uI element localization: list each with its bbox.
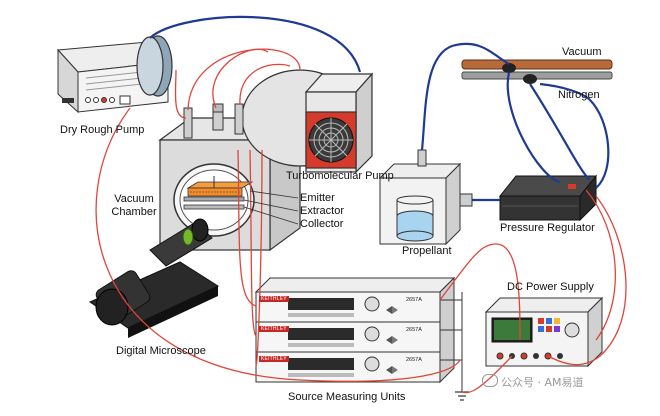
label-extractor: Extractor: [300, 205, 345, 217]
label-vacuum-line: Vacuum: [562, 46, 602, 58]
smu-3-brand: KEITHLEY: [259, 356, 289, 362]
watermark-text: 公众号 · AM易道: [501, 376, 584, 389]
label-propellant: Propellant: [402, 245, 452, 257]
label-emitter: Emitter: [300, 192, 335, 204]
dry-rough-pump: [56, 35, 173, 114]
gas-supply-pipes: [461, 59, 613, 84]
label-nitrogen-line: Nitrogen: [558, 89, 600, 101]
pressure-regulator: [498, 174, 598, 222]
watermark: 公众号 · AM易道: [482, 374, 584, 390]
smu-1-brand: KEITHLEY: [259, 296, 289, 302]
smu-2-brand: KEITHLEY: [259, 326, 289, 332]
label-dry-rough-pump: Dry Rough Pump: [60, 124, 145, 136]
blue-tubing: [149, 15, 610, 202]
label-turbomolecular-pump: Turbomolecular Pump: [286, 170, 394, 182]
label-vacuum-chamber-line2: Chamber: [111, 206, 157, 218]
label-source-measuring-units: Source Measuring Units: [288, 391, 406, 403]
source-measuring-units: [254, 276, 469, 401]
label-pressure-regulator: Pressure Regulator: [500, 222, 595, 234]
label-dc-power-supply: DC Power Supply: [507, 281, 594, 293]
smu-1-model: 2657A: [406, 297, 422, 303]
watermark-icon: [482, 374, 498, 387]
smu-3-model: 2657A: [406, 357, 422, 363]
label-digital-microscope: Digital Microscope: [116, 345, 206, 357]
propellant-reservoir: [378, 149, 473, 246]
red-wires: [95, 48, 627, 394]
label-vacuum-chamber-line1: Vacuum: [114, 193, 154, 205]
turbomolecular-pump: [304, 72, 374, 174]
digital-microscope: [88, 218, 220, 338]
smu-2-model: 2657A: [406, 327, 422, 333]
leader-lines: [243, 190, 299, 225]
dc-power-supply: [484, 296, 604, 368]
label-collector: Collector: [300, 218, 344, 230]
